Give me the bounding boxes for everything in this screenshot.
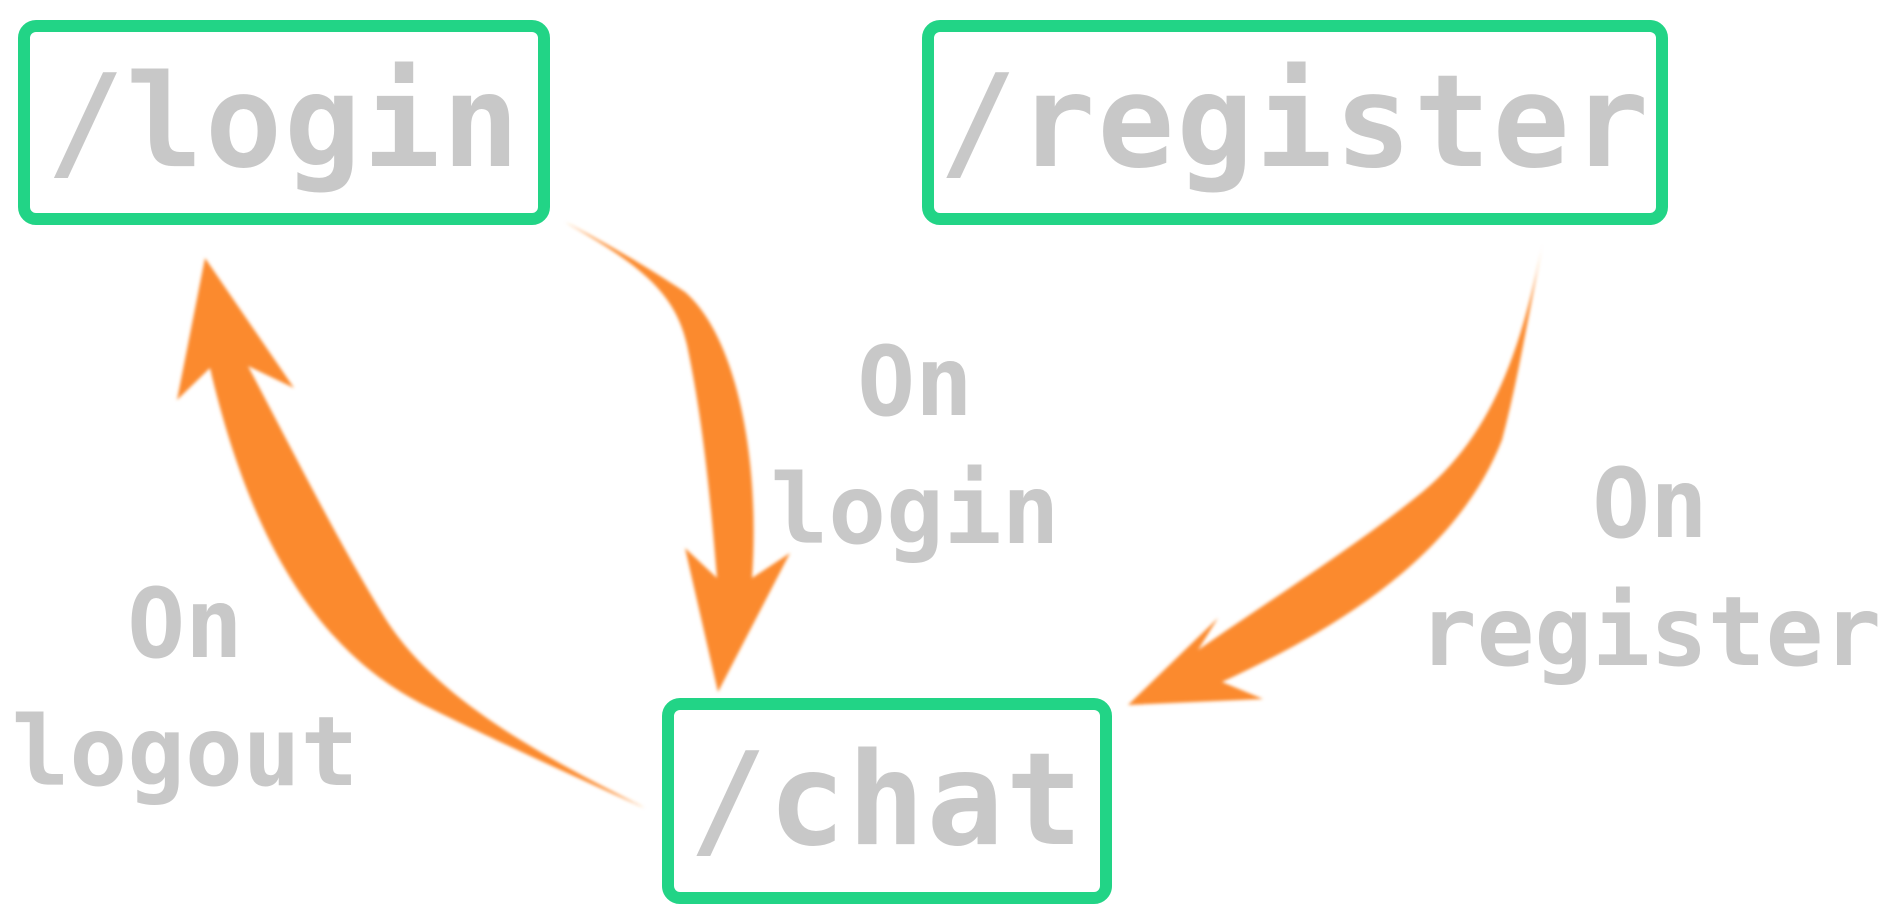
arrow-chat-to-login — [177, 258, 645, 808]
arrow-login-to-chat — [565, 222, 790, 692]
edge-label-on-register: On register — [1410, 440, 1890, 696]
edge-label-on-login-line1: On — [857, 326, 973, 438]
edge-label-on-register-line2: register — [1418, 576, 1882, 688]
arrow-register-to-chat — [1128, 242, 1543, 705]
edge-label-on-logout-line2: logout — [11, 696, 359, 808]
register-route-label: /register — [939, 47, 1651, 197]
login-route-label: /login — [46, 47, 522, 197]
chat-route-label: /chat — [689, 726, 1085, 875]
edge-label-on-logout-line1: On — [127, 568, 243, 680]
register-route-node: /register — [922, 20, 1668, 225]
edge-label-on-login: On login — [760, 318, 1070, 574]
login-route-node: /login — [18, 20, 550, 225]
chat-route-node: /chat — [662, 698, 1112, 904]
edge-label-on-login-line2: login — [770, 454, 1060, 566]
edge-label-on-register-line1: On — [1592, 448, 1708, 560]
edge-label-on-logout: On logout — [0, 560, 370, 816]
